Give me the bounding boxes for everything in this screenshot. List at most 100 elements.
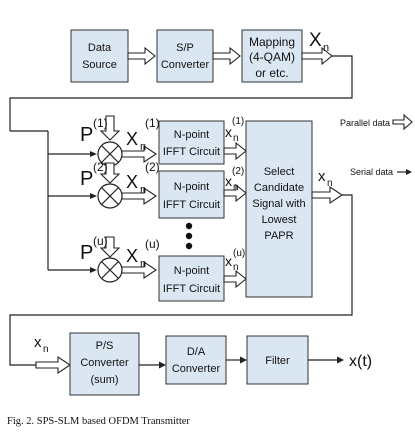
data-source-label-1: Data (88, 42, 112, 54)
mapping-label-2: (4-QAM) (249, 50, 295, 64)
phase-P-2-sup: (2) (93, 160, 108, 174)
select-label-4: Lowest (262, 214, 297, 226)
symbol-X-1-sub: n (140, 141, 146, 153)
symbol-x-u-sub: n (233, 262, 239, 273)
phase-P-u: P (80, 242, 93, 264)
wrap-line-bottom (9, 194, 353, 366)
symbol-X-2-sub: n (140, 184, 146, 196)
symbol-X-1-sup: (1) (145, 116, 160, 130)
multiplier-2-cross-b (101, 187, 119, 205)
ellipsis-dot-1 (185, 222, 193, 230)
symbol-x-select-sub: n (327, 178, 333, 189)
symbol-Xn-mapping: X (309, 30, 322, 51)
ifft-1-label-2: IFFT Circuit (163, 146, 220, 158)
arrow-into-ps (35, 355, 71, 375)
legend-serial-label: Serial data (350, 167, 393, 177)
legend-serial-arrowhead (406, 169, 412, 175)
symbol-X-2-sup: (2) (145, 160, 160, 174)
select-label-5: PAPR (264, 230, 293, 242)
symbol-X-1: X (126, 129, 138, 149)
da-converter-block (165, 335, 227, 385)
sp-converter-label-2: Converter (161, 59, 210, 71)
data-source-label-2: Source (82, 59, 117, 71)
da-label-1: D/A (187, 346, 206, 358)
arrow-sp-to-mapping (212, 46, 241, 66)
arrow-ifft-2-to-select (223, 183, 247, 203)
arrow-source-to-sp (127, 46, 156, 66)
ifft-u-label-2: IFFT Circuit (163, 283, 220, 295)
ifft-2-label-2: IFFT Circuit (163, 199, 220, 211)
ellipsis-dot-3 (185, 242, 193, 250)
select-label-1: Select (264, 166, 295, 178)
multiplier-u-cross-b (101, 261, 119, 279)
arrowhead-ps-to-da (159, 361, 166, 369)
symbol-x-2-sub: n (233, 182, 239, 193)
symbol-x-ps: x (34, 334, 42, 351)
symbol-x-u-sup: (u) (233, 248, 245, 259)
sp-converter-label-1: S/P (176, 42, 194, 54)
arrow-mult-u-to-ifft (121, 260, 157, 280)
arrowhead-da-to-filter (240, 356, 247, 364)
ps-converter-block (69, 332, 140, 396)
ps-label-3: (sum) (90, 374, 118, 386)
select-label-3: Signal with (252, 198, 305, 210)
phase-arrow-2 (99, 162, 121, 184)
symbol-x-ps-sub: n (43, 344, 49, 355)
ellipsis-dot-2 (185, 232, 193, 240)
filter-label: Filter (265, 355, 290, 367)
mapping-block (241, 29, 303, 83)
arrow-ifft-1-to-select (223, 141, 247, 161)
arrow-mult-1-to-ifft (121, 144, 157, 164)
symbol-x-1-sup: (1) (232, 116, 244, 127)
ifft-1-label-1: N-point (174, 129, 209, 141)
ps-label-1: P/S (96, 340, 114, 352)
arrowhead-filter-out (337, 356, 344, 364)
symbol-X-u-sup: (u) (145, 237, 160, 251)
mapping-label-3: or etc. (255, 66, 288, 80)
output-signal-label: x(t) (349, 353, 372, 370)
arrowhead-mult-u (90, 267, 97, 273)
wrap-line-top (9, 55, 353, 131)
symbol-x-1: x (225, 124, 232, 140)
arrowhead-mult-2 (90, 193, 97, 199)
symbol-x-u: x (225, 253, 232, 269)
legend-parallel-label: Parallel data (340, 118, 390, 128)
symbol-x-select: x (318, 168, 326, 185)
symbol-x-2: x (225, 173, 232, 189)
phase-arrow-1 (99, 115, 121, 141)
ifft-block-2 (158, 170, 225, 219)
ifft-2-label-1: N-point (174, 181, 209, 193)
symbol-X-u: X (126, 246, 138, 266)
arrow-mult-2-to-ifft (121, 186, 157, 206)
filter-block (246, 335, 309, 385)
phase-P-1-sup: (1) (93, 116, 108, 130)
da-label-2: Converter (172, 363, 221, 375)
legend-parallel-arrow (392, 113, 413, 131)
ifft-u-label-1: N-point (174, 265, 209, 277)
multiplier-1-cross-b (101, 145, 119, 163)
ps-label-2: Converter (80, 357, 129, 369)
symbol-x-1-sub: n (233, 133, 239, 144)
mapping-label-1: Mapping (249, 35, 295, 49)
ifft-block-u (158, 255, 225, 302)
arrow-select-out (311, 185, 343, 205)
select-label-2: Candidate (254, 182, 304, 194)
arrow-mapping-out (301, 46, 333, 66)
phase-P-1: P (80, 124, 93, 146)
arrow-ifft-u-to-select (223, 269, 247, 289)
select-block (245, 120, 313, 298)
phase-P-2: P (80, 168, 93, 190)
phase-P-u-sup: (u) (93, 234, 108, 248)
sp-converter-block (156, 29, 214, 83)
arrowhead-mult-1 (90, 151, 97, 157)
phase-arrow-u (99, 236, 121, 258)
symbol-Xn-mapping-sub: n (323, 42, 329, 54)
symbol-X-2: X (126, 172, 138, 192)
symbol-X-u-sub: n (140, 258, 146, 270)
figure-caption: Fig. 2. SPS-SLM based OFDM Transmitter (7, 416, 190, 427)
ifft-block-1 (158, 120, 225, 165)
symbol-x-2-sup: (2) (232, 166, 244, 177)
data-source-block (70, 29, 129, 83)
